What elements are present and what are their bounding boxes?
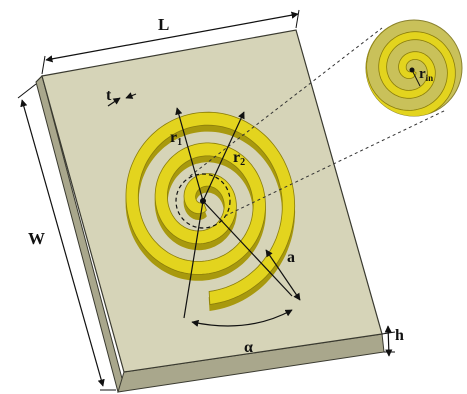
zoom-region-circle (175, 173, 231, 229)
height-dimension (384, 325, 393, 357)
substrate-top-face (41, 29, 383, 373)
thickness-arrow-left (107, 97, 121, 107)
radius1-line (175, 107, 204, 202)
label-thickness: t (106, 87, 112, 104)
radius2-line (202, 111, 245, 202)
zoom-line-top (189, 27, 383, 177)
angle-arc (191, 309, 293, 327)
label-radius2: r2 (233, 149, 245, 168)
inner-radius-line (411, 69, 421, 87)
label-height: h (395, 327, 404, 344)
gap-dimension (265, 249, 301, 301)
width-dimension (20, 99, 105, 387)
label-radius1: r1 (170, 129, 182, 148)
label-width: W (28, 229, 45, 248)
substrate (35, 29, 385, 393)
zoom-line-bottom (224, 109, 447, 217)
label-inner-radius: rin (419, 66, 433, 83)
label-gap: a (287, 249, 295, 266)
vertical-ref-line (183, 200, 204, 319)
zoom-inset (365, 19, 463, 117)
thickness-arrow-right (125, 92, 137, 99)
label-length: L (158, 15, 169, 34)
label-angle: α (244, 339, 253, 356)
length-dimension (45, 11, 299, 63)
